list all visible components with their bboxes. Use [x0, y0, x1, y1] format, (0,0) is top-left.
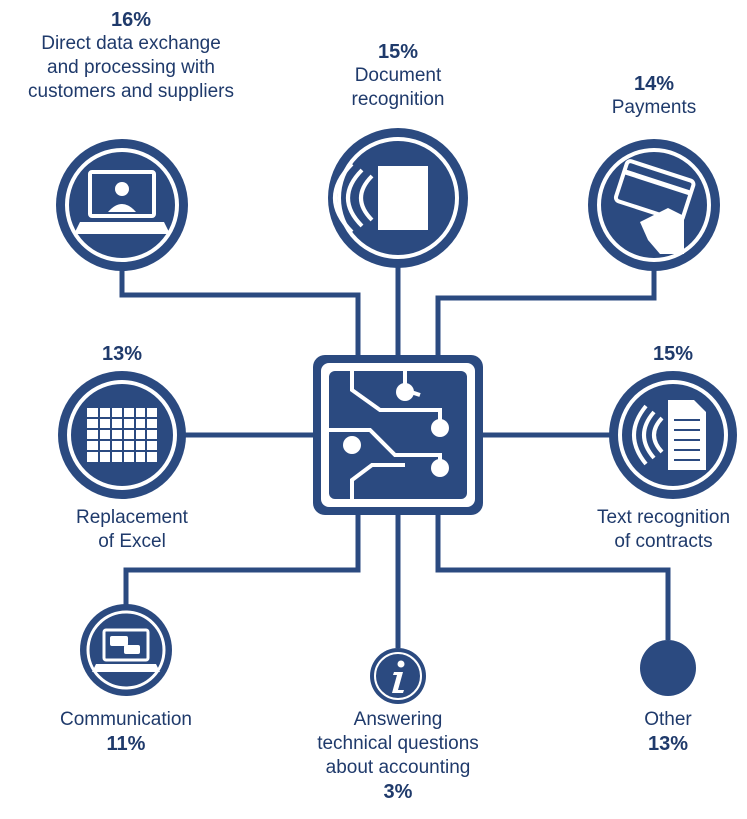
other-label: Other 13% — [618, 708, 718, 756]
connector-lines — [119, 265, 671, 648]
communication-label: Communication 11% — [36, 708, 216, 756]
excel-node — [58, 371, 186, 499]
excel-text-line-1: Replacement — [76, 507, 188, 528]
communication-percent: 11% — [106, 733, 146, 755]
payments-percent: 14% — [633, 73, 675, 95]
payments-label: 14% Payments — [574, 72, 734, 120]
document-recognition-text-line-2: recognition — [351, 89, 445, 110]
other-percent: 13% — [647, 733, 689, 755]
document-recognition-text-line-1: Document — [354, 65, 442, 86]
text-recognition-node — [609, 371, 737, 499]
info-icon — [392, 660, 405, 693]
data-exchange-node — [56, 139, 188, 271]
document-recognition-label: 15% Document recognition — [308, 40, 488, 112]
text-recognition-percent-label: 15% — [623, 342, 723, 366]
circuit-chip-icon — [313, 355, 483, 515]
payments-node — [588, 139, 720, 271]
text-recognition-text-line-2: of contracts — [614, 531, 713, 552]
text-recognition-text-line-1: Text recognition — [596, 507, 731, 528]
credit-card-hand-icon — [613, 159, 696, 254]
other-node — [640, 640, 696, 696]
data-exchange-text-line-1: Direct data exchange — [41, 33, 221, 54]
other-text-line-1: Other — [644, 709, 692, 730]
technical-questions-text-line-3: about accounting — [325, 757, 471, 778]
connector-other — [435, 515, 671, 640]
document-scan-icon — [333, 162, 428, 234]
excel-label: Replacement of Excel — [42, 506, 222, 554]
data-exchange-percent: 16% — [110, 9, 152, 31]
text-recognition-label: Text recognition of contracts — [580, 506, 747, 554]
data-exchange-label: 16% Direct data exchange and processing … — [0, 8, 262, 104]
data-exchange-text-line-3: customers and suppliers — [28, 81, 234, 102]
communication-text-line-1: Communication — [60, 709, 192, 730]
laptop-chat-icon — [92, 628, 160, 672]
text-recognition-percent: 15% — [652, 343, 694, 365]
spreadsheet-icon — [87, 408, 157, 462]
technical-questions-text-line-2: technical questions — [317, 733, 479, 754]
document-recognition-percent: 15% — [377, 41, 419, 63]
circle-icon — [640, 640, 696, 696]
excel-text-line-2: of Excel — [98, 531, 166, 552]
data-exchange-text-line-2: and processing with — [47, 57, 215, 78]
contract-scan-icon — [632, 400, 706, 470]
technical-questions-percent: 3% — [383, 781, 413, 803]
connector-data-exchange — [119, 270, 361, 355]
document-recognition-node — [328, 128, 468, 268]
payments-text-line-1: Payments — [611, 97, 697, 118]
laptop-video-call-icon — [74, 170, 170, 234]
connector-payments — [435, 270, 657, 355]
excel-percent-label: 13% — [72, 342, 172, 366]
excel-percent: 13% — [101, 343, 143, 365]
communication-node — [80, 604, 172, 696]
technical-questions-node — [370, 648, 426, 704]
connector-communication — [123, 515, 361, 605]
technical-questions-label: Answering technical questions about acco… — [293, 708, 503, 804]
technical-questions-text-line-1: Answering — [353, 709, 443, 730]
